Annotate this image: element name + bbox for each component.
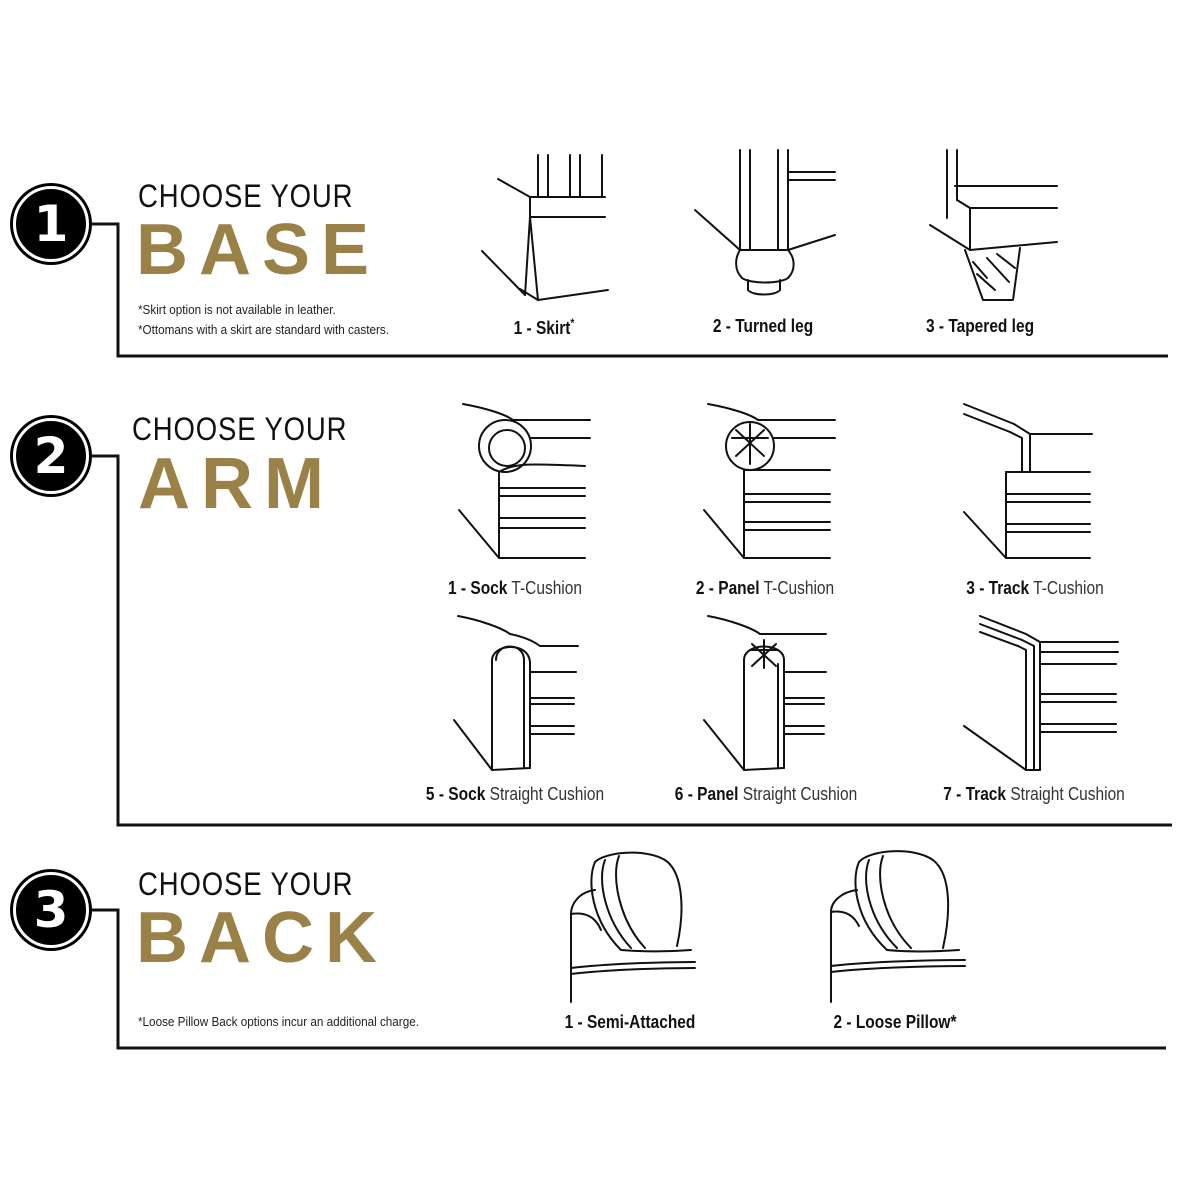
step-number-1: 1 [13,186,89,262]
loose-pillow-back-icon [830,850,966,1003]
panel-arm-t-cushion-icon [703,403,836,559]
arm-option-5-caption: 5 - Sock Straight Cushion [425,784,605,804]
base-heading: CHOOSE YOUR [138,178,354,214]
arm-heading: CHOOSE YOUR [132,411,348,447]
sock-arm-t-cushion-icon [458,403,591,559]
base-option-2-caption: 2 - Turned leg [712,316,814,336]
track-arm-straight-cushion-icon [963,615,1119,771]
back-note-1: *Loose Pillow Back options incur an addi… [138,1014,419,1029]
frame-back [84,908,1166,1050]
back-option-2-caption: 2 - Loose Pillow* [833,1012,957,1032]
arm-title: ARM [138,444,335,524]
frame-base [84,222,1168,358]
skirt-base-icon [481,154,609,301]
base-option-1-caption: 1 - Skirt* [513,316,575,338]
base-option-3-caption: 3 - Tapered leg [925,316,1035,336]
frame-arm [84,454,1172,827]
arm-option-3-caption: 3 - Track T-Cushion [966,578,1104,598]
base-title: BASE [136,210,381,290]
panel-arm-straight-cushion-icon [703,615,827,771]
step-number-3: 3 [13,872,89,948]
base-note-1: *Skirt option is not available in leathe… [138,302,336,317]
track-arm-t-cushion-icon [963,403,1093,559]
arm-option-2-caption: 2 - Panel T-Cushion [695,578,835,598]
arm-option-1-caption: 1 - Sock T-Cushion [448,578,582,598]
tapered-leg-icon [929,149,1058,301]
sock-arm-straight-cushion-icon [453,615,579,771]
back-title: BACK [136,898,388,978]
base-note-2: *Ottomans with a skirt are standard with… [138,322,390,337]
turned-leg-icon [694,149,836,296]
arm-option-7-caption: 7 - Track Straight Cushion [943,784,1125,804]
back-option-1-caption: 1 - Semi-Attached [564,1012,696,1032]
step-number-2: 2 [13,418,89,494]
semi-attached-back-icon [570,851,696,1003]
arm-option-6-caption: 6 - Panel Straight Cushion [674,784,858,804]
back-heading: CHOOSE YOUR [138,866,354,902]
